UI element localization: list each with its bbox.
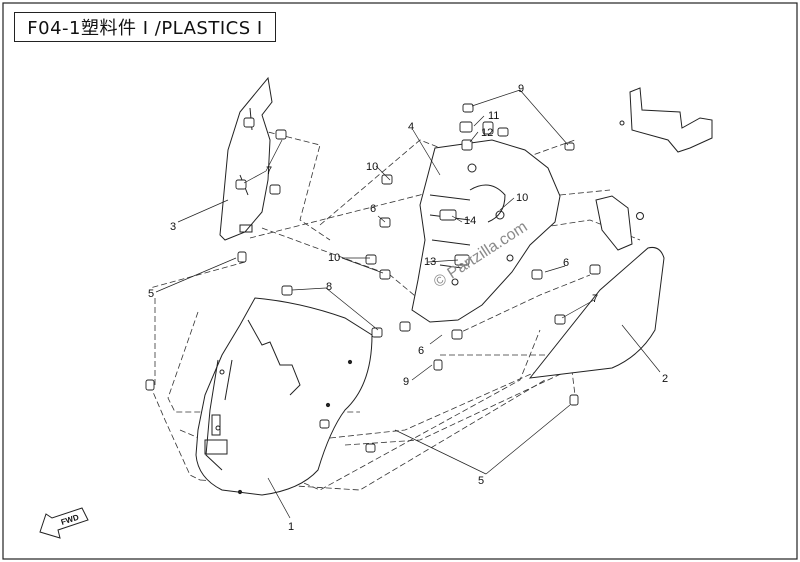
callout-1: 1 bbox=[288, 521, 294, 533]
fwd-arrow-icon: FWD bbox=[39, 507, 89, 539]
part-1-front-fairing bbox=[195, 297, 373, 496]
callout-12: 12 bbox=[481, 127, 493, 139]
callout-3: 3 bbox=[170, 221, 176, 233]
callout-11: 11 bbox=[488, 110, 499, 122]
callout-10a: 10 bbox=[366, 161, 378, 173]
callout-7b: 7 bbox=[592, 293, 598, 305]
callout-9b: 9 bbox=[403, 376, 409, 388]
fasteners bbox=[145, 103, 601, 453]
callout-4: 4 bbox=[408, 121, 414, 133]
diagram-title: F04-1塑料件 I /PLASTICS I bbox=[14, 12, 276, 42]
part-3-left-panel bbox=[219, 76, 273, 241]
callout-6c: 6 bbox=[563, 257, 569, 269]
callout-10c: 10 bbox=[516, 192, 528, 204]
screw-9-top bbox=[462, 103, 474, 113]
callout-5b: 5 bbox=[478, 475, 484, 487]
callout-8: 8 bbox=[326, 281, 332, 293]
callout-10b: 10 bbox=[328, 252, 340, 264]
leader-lines bbox=[155, 89, 661, 519]
mount-bracket bbox=[595, 87, 713, 251]
callout-2: 2 bbox=[662, 373, 668, 385]
callout-6a: 6 bbox=[370, 203, 376, 215]
callout-7a: 7 bbox=[266, 165, 272, 177]
callout-5a: 5 bbox=[148, 288, 154, 300]
part-2-right-panel bbox=[528, 247, 665, 379]
part-4-inner-cover bbox=[411, 139, 561, 323]
callout-labels: 1 2 3 4 5 5 6 6 6 7 7 8 9 9 10 10 10 11 … bbox=[148, 83, 668, 533]
callout-14: 14 bbox=[464, 215, 476, 227]
callout-6b: 6 bbox=[418, 345, 424, 357]
callout-9a: 9 bbox=[518, 83, 524, 95]
callout-13: 13 bbox=[424, 256, 436, 268]
